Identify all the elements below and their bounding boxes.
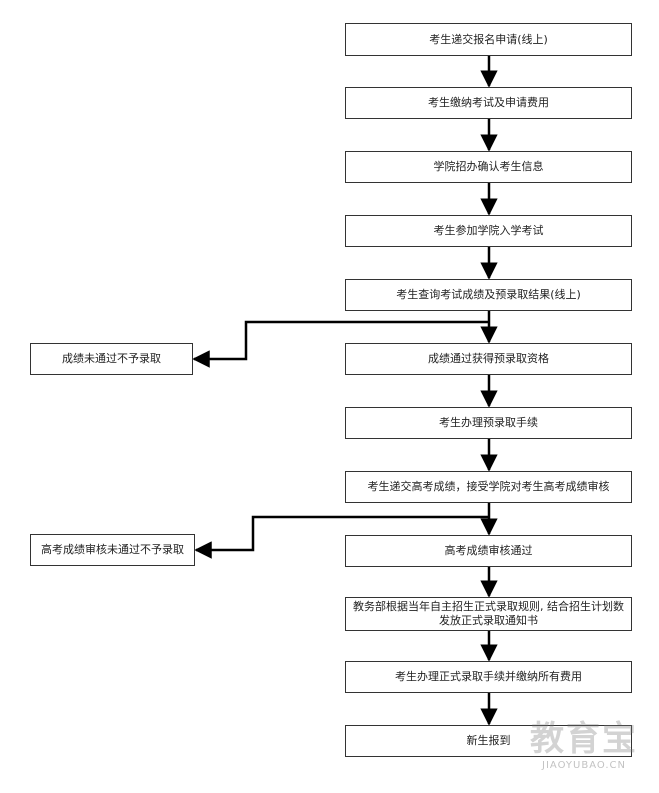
step-entrance-exam: 考生参加学院入学考试 xyxy=(345,215,632,247)
step-new-student-registration: 新生报到 xyxy=(345,725,632,757)
step-check-results: 考生查询考试成绩及预录取结果(线上) xyxy=(345,279,632,311)
step-submit-gaokao-scores: 考生递交高考成绩，接受学院对考生高考成绩审核 xyxy=(345,471,632,503)
step-pre-admission-procedures: 考生办理预录取手续 xyxy=(345,407,632,439)
step-pre-admission-qualified: 成绩通过获得预录取资格 xyxy=(345,343,632,375)
reject-arrow-1 xyxy=(192,320,489,368)
step-issue-admission-notice: 教务部根据当年自主招生正式录取规则, 结合招生计划数发放正式录取通知书 xyxy=(345,597,632,631)
step-pay-fees: 考生缴纳考试及申请费用 xyxy=(345,87,632,119)
step-submit-application: 考生递交报名申请(线上) xyxy=(345,23,632,56)
reject-exam-failed: 成绩未通过不予录取 xyxy=(30,343,193,375)
reject-gaokao-review-failed: 高考成绩审核未通过不予录取 xyxy=(30,534,195,566)
step-gaokao-review-passed: 高考成绩审核通过 xyxy=(345,535,632,567)
step-formal-admission-procedures: 考生办理正式录取手续并缴纳所有费用 xyxy=(345,661,632,693)
step-confirm-info: 学院招办确认考生信息 xyxy=(345,151,632,183)
reject-arrow-2 xyxy=(194,515,489,559)
